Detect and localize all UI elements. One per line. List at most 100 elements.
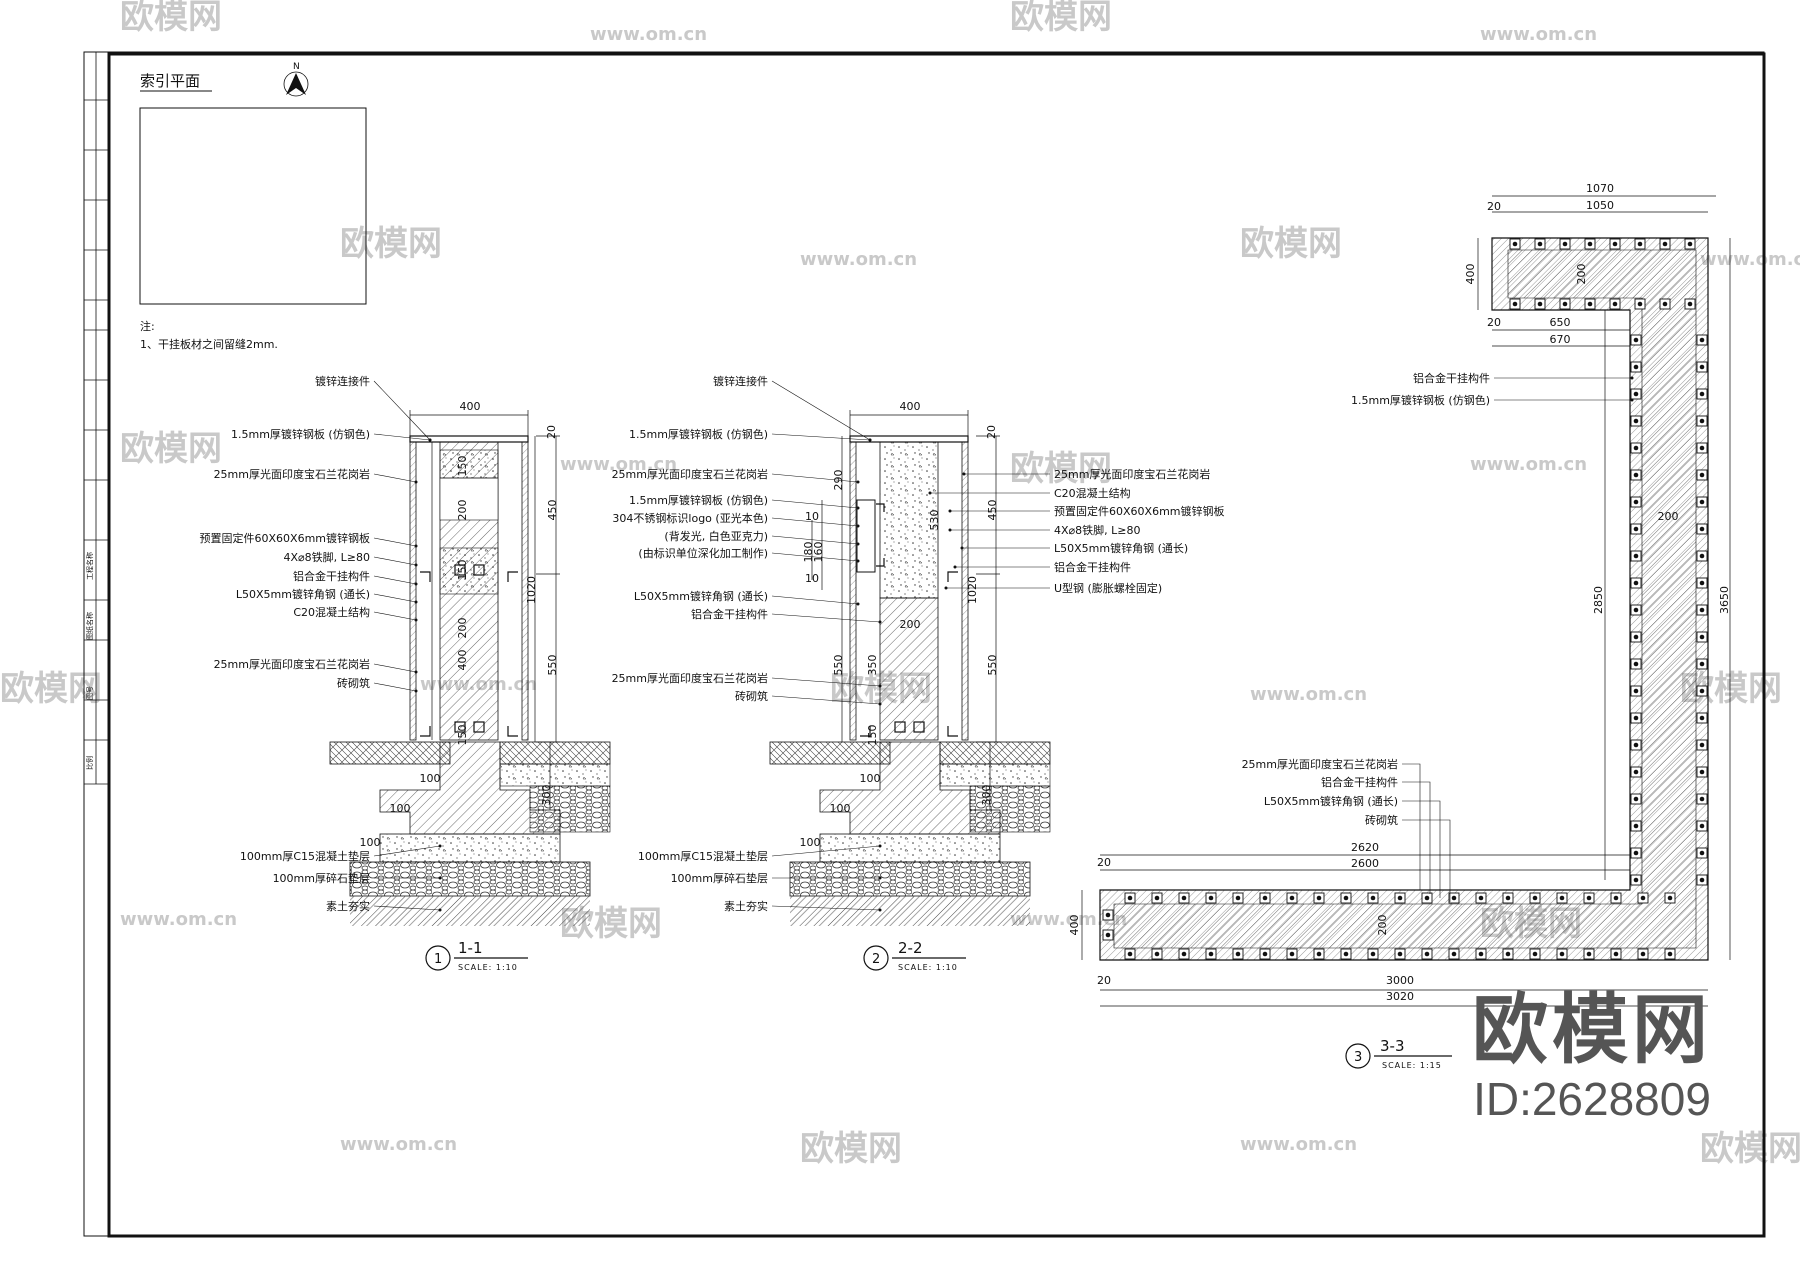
s2-granite-left	[849, 441, 857, 741]
s3-anchor-bolt	[1637, 301, 1643, 307]
s3-anchor-bolt	[1505, 895, 1511, 901]
s3-dim: 20	[1097, 856, 1111, 869]
s2-leader-left	[771, 695, 881, 705]
s1-leader	[373, 682, 417, 692]
s3-anchor-bolt	[1699, 661, 1705, 667]
s3-anchor-bolt	[1699, 742, 1705, 748]
watermark-text: www.om.cn	[340, 1134, 457, 1155]
s1-concrete-band	[439, 547, 499, 595]
s3-anchor-bolt	[1105, 932, 1111, 938]
s2-dim: 1020	[966, 576, 979, 604]
s1-label: 25mm厚光面印度宝石兰花岗岩	[214, 467, 370, 481]
s3-anchor-bolt	[1181, 895, 1187, 901]
s3-dim: 1050	[1586, 199, 1614, 212]
s1-label: 100mm厚碎石垫层	[273, 871, 370, 885]
section-1-title: 1-1	[458, 939, 483, 957]
s2-label-left: 1.5mm厚镀锌钢板 (仿钢色)	[629, 493, 768, 507]
s3-anchor-bolt	[1699, 445, 1705, 451]
section-title-1: 1 1-1 SCALE: 1:10	[425, 939, 528, 972]
s2-steel-cap	[849, 435, 969, 443]
s3-anchor-bolt	[1586, 895, 1592, 901]
s3-anchor-bolt	[1105, 912, 1111, 918]
s3-anchor-bolt	[1397, 895, 1403, 901]
watermark-text: 欧模网	[1010, 0, 1112, 37]
s3-anchor-bolt	[1613, 895, 1619, 901]
s3-anchor-bolt	[1633, 418, 1639, 424]
watermark-stamp: 欧模网 ID:2628809	[1472, 992, 1712, 1125]
s1-label: 砖砌筑	[337, 676, 370, 690]
s1-leader-dot	[414, 618, 418, 622]
s1-dim: 100	[360, 836, 381, 849]
s3-label-bottom: 铝合金干挂构件	[1321, 775, 1398, 789]
s1-granite-right	[521, 441, 529, 741]
s3-anchor-bolt	[1633, 553, 1639, 559]
s3-anchor-bolt	[1699, 337, 1705, 343]
s2-leader-right-dot	[944, 586, 948, 590]
s2-dim: 530	[928, 510, 941, 531]
s3-anchor-bolt	[1699, 580, 1705, 586]
s1-label: 4X⌀8铁脚, L≥80	[284, 550, 371, 564]
s1-dim: 450	[546, 500, 559, 521]
s1-dim: 150	[456, 560, 469, 581]
s3-anchor-bolt	[1633, 661, 1639, 667]
s1-leader-dot	[414, 600, 418, 604]
north-label: N	[293, 62, 300, 72]
s1-leader	[373, 611, 417, 621]
s2-leader-left-dot	[878, 844, 882, 848]
s2-label-right: 4X⌀8铁脚, L≥80	[1054, 523, 1141, 537]
watermark-text: 欧模网	[800, 1129, 902, 1169]
section-2-2	[769, 410, 1051, 926]
s2-dim: 10	[805, 572, 819, 585]
s1-label: 镀锌连接件	[315, 374, 370, 388]
section-3-3	[1081, 195, 1731, 1007]
s3-anchor-bolt	[1370, 895, 1376, 901]
annotation-layer: 镀锌连接件 1.5mm厚镀锌钢板 (仿钢色) 25mm厚光面印度宝石兰花岗岩预置固定…	[200, 182, 1732, 1003]
s3-anchor-bolt	[1512, 241, 1518, 247]
s3-anchor-bolt	[1687, 301, 1693, 307]
s1-steel-cap	[409, 435, 529, 443]
s2-concrete-core	[879, 441, 939, 599]
title-block-text: 工程名称 图纸名称 图号 比例	[85, 552, 94, 770]
s3-leader-bottom	[1402, 800, 1441, 898]
s3-anchor-bolt	[1537, 241, 1543, 247]
s3-anchor-bolt	[1154, 951, 1160, 957]
s3-anchor-bolt	[1633, 823, 1639, 829]
s1-leader-dot	[414, 544, 418, 548]
watermark-text: www.om.cn	[1250, 684, 1367, 705]
s2-dim: 160	[812, 542, 825, 563]
index-plan-title: 索引平面	[140, 72, 200, 90]
s3-anchor-bolt	[1699, 472, 1705, 478]
s3-anchor-bolt	[1699, 823, 1705, 829]
s2-granite-right	[961, 441, 969, 741]
s2-label-left: 100mm厚C15混凝土垫层	[638, 849, 768, 863]
s1-dim: 400	[456, 650, 469, 671]
s1-leader	[373, 473, 417, 483]
s3-dim: 2600	[1351, 857, 1379, 870]
s3-anchor-bolt	[1587, 301, 1593, 307]
s3-anchor-bolt	[1699, 796, 1705, 802]
section-1-scale: SCALE: 1:10	[458, 963, 518, 972]
s2-dim: 550	[832, 655, 845, 676]
s2-leader-right-dot	[928, 491, 932, 495]
notes-heading: 注:	[140, 319, 155, 333]
s2-leader-right-dot	[953, 565, 957, 569]
s3-dim: 200	[1658, 510, 1679, 523]
s3-anchor-bolt	[1640, 951, 1646, 957]
s2-logo-box	[856, 499, 876, 573]
s3-anchor-bolt	[1662, 301, 1668, 307]
s3-anchor-bolt	[1699, 850, 1705, 856]
note-item-1: 1、干挂板材之间留缝2mm.	[140, 337, 278, 351]
s1-label: 1.5mm厚镀锌钢板 (仿钢色)	[231, 427, 370, 441]
s1-label: 预置固定件60X60X6mm镀锌钢板	[200, 531, 371, 545]
s3-anchor-bolt	[1587, 241, 1593, 247]
north-arrow-icon: N	[283, 62, 309, 97]
index-plan-box	[139, 107, 367, 305]
s1-label: 铝合金干挂构件	[293, 569, 370, 583]
s1-label: 素土夯实	[326, 899, 370, 913]
watermark-logo: 欧模网	[1472, 985, 1712, 1075]
s3-anchor-bolt	[1667, 951, 1673, 957]
s3-dim: 2620	[1351, 841, 1379, 854]
s3-anchor-bolt	[1633, 526, 1639, 532]
s3-anchor-bolt	[1699, 877, 1705, 883]
